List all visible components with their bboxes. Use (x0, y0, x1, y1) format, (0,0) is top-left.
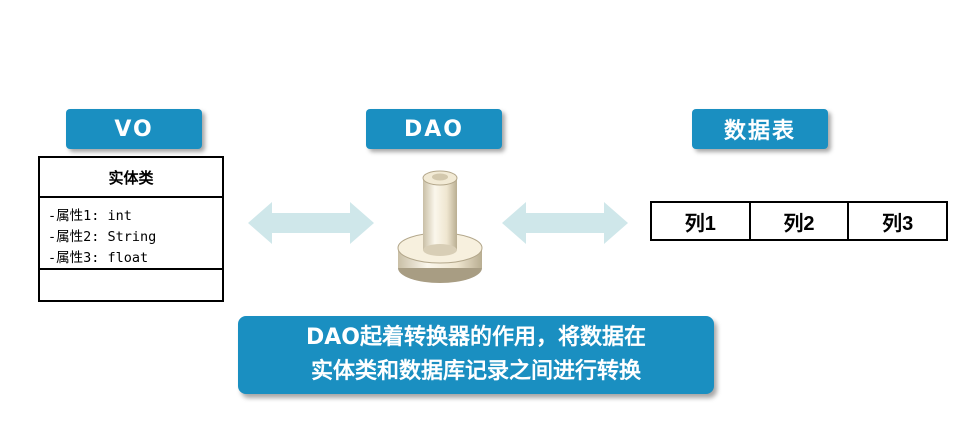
table-column: 列2 (751, 203, 850, 239)
data-table: 列1 列2 列3 (650, 201, 948, 241)
table-column: 列3 (882, 212, 914, 235)
vo-label: VO (66, 109, 202, 149)
double-arrow-icon-right (502, 202, 628, 244)
entity-attribute: -属性1: int (48, 208, 132, 224)
entity-attributes: -属性1: int -属性2: String -属性3: float (40, 198, 222, 270)
entity-attribute: -属性2: String (48, 229, 157, 245)
description-line-2: 实体类和数据库记录之间进行转换 (310, 359, 641, 384)
dao-description-callout: DAO起着转换器的作用，将数据在 实体类和数据库记录之间进行转换 (238, 316, 714, 394)
double-arrow-icon-left (248, 202, 374, 244)
entity-class-title: 实体类 (40, 158, 222, 198)
converter-icon (397, 170, 483, 283)
entity-class-box: 实体类 -属性1: int -属性2: String -属性3: float (38, 156, 224, 302)
entity-attribute: -属性3: float (48, 250, 149, 266)
table-column: 列1 (652, 203, 751, 239)
dao-label: DAO (366, 109, 502, 149)
table-label: 数据表 (692, 109, 828, 149)
description-line-1: DAO起着转换器的作用，将数据在 (306, 325, 646, 350)
